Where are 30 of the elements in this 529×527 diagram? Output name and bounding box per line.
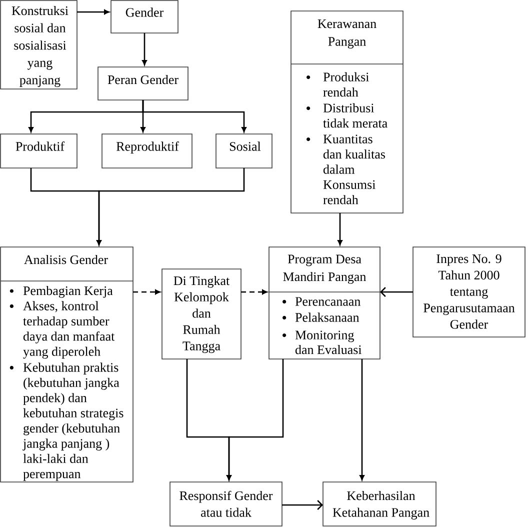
- process-box: Keberhasilan Ketahanan Pangan: [322, 482, 436, 526]
- arrow: [282, 500, 324, 510]
- process-box: Produktif: [0, 134, 78, 168]
- arrow: [77, 10, 110, 14]
- arrow: [360, 359, 364, 480]
- list-item: Pelaksanaan: [295, 312, 360, 322]
- process-box: Konstruksi sosial dan sosialisasi yang panjang: [0, 0, 78, 90]
- list-item: Distribusi tidak merata: [323, 103, 388, 128]
- arrow: [96, 168, 245, 246]
- list-item: Monitoring dan Evaluasi: [295, 330, 362, 354]
- arrow: [142, 100, 246, 132]
- arrow: [226, 359, 284, 480]
- arrow: [142, 33, 147, 66]
- list-item: Produksi rendah: [323, 72, 369, 97]
- list-item: Akses, kontrol terhadap sumber daya dan manfaat yang diperoleh: [23, 301, 115, 359]
- process-box: Sosial: [216, 134, 272, 168]
- process-box: Reproduktif: [102, 134, 192, 168]
- list-item: Perencanaan: [295, 297, 360, 306]
- process-box: Di Tingkat Kelompok dan Rumah Tangga: [162, 268, 242, 360]
- list-item: Kebutuhan praktis (kebutuhan jangka pendek) dan kebutuhan strategis gender (kebutuhan jangka panjang ) laki-laki dan perempuan: [22, 362, 124, 481]
- list-item: Kuantitas dan kualitas dalam Konsumsi rendah: [323, 134, 385, 204]
- process-box: Inpres No. 9 Tahun 2000 tentang Pengarusutamaan Gender: [412, 246, 526, 338]
- arrow: [338, 213, 342, 246]
- process-box: Peran Gender: [98, 66, 188, 100]
- dashed-arrow: [133, 290, 160, 294]
- arrow: [380, 287, 413, 297]
- dashed-arrow: [241, 290, 268, 294]
- list-item: Pembagian Kerja: [23, 286, 113, 298]
- process-box: Responsif Gender atau tidak: [170, 482, 282, 526]
- process-box: Gender: [110, 0, 178, 34]
